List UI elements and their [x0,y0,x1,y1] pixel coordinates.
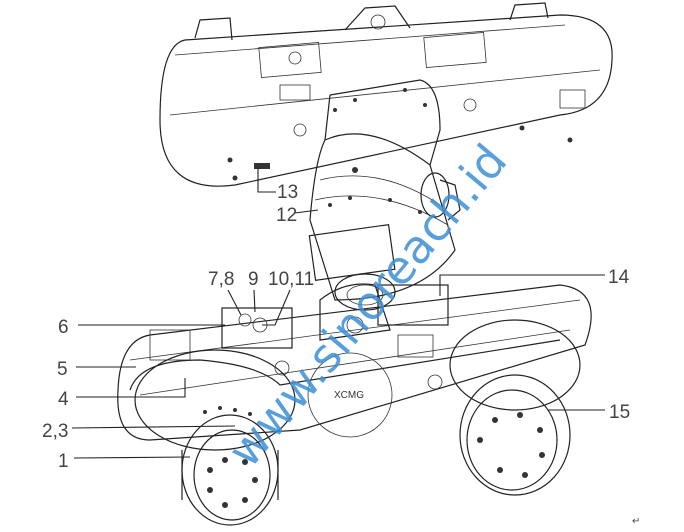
callout-1: 1 [58,451,69,472]
callout-6: 6 [58,317,69,338]
watermark: www.sinoreach.id [217,134,517,477]
cover-plate-14 [377,284,449,326]
left-hub-wheel [134,349,296,526]
nameplate-text: XCMG [334,390,364,401]
callout-9: 9 [248,269,259,290]
leader-lines [71,168,605,459]
callout-10-11: 10,11 [268,269,314,290]
nameplate-13 [254,163,270,169]
callout-5: 5 [57,359,68,380]
callout-15: 15 [609,402,630,423]
callout-12: 12 [276,205,297,226]
callout-4: 4 [58,389,69,410]
right-hub-wheel-15 [449,319,581,496]
callout-2-3: 2,3 [42,421,68,442]
callout-7-8: 7,8 [208,269,234,290]
callout-13: 13 [277,182,298,203]
upper-gear-case [159,2,613,187]
callout-14: 14 [608,267,630,288]
return-mark: ↵ [632,516,640,527]
